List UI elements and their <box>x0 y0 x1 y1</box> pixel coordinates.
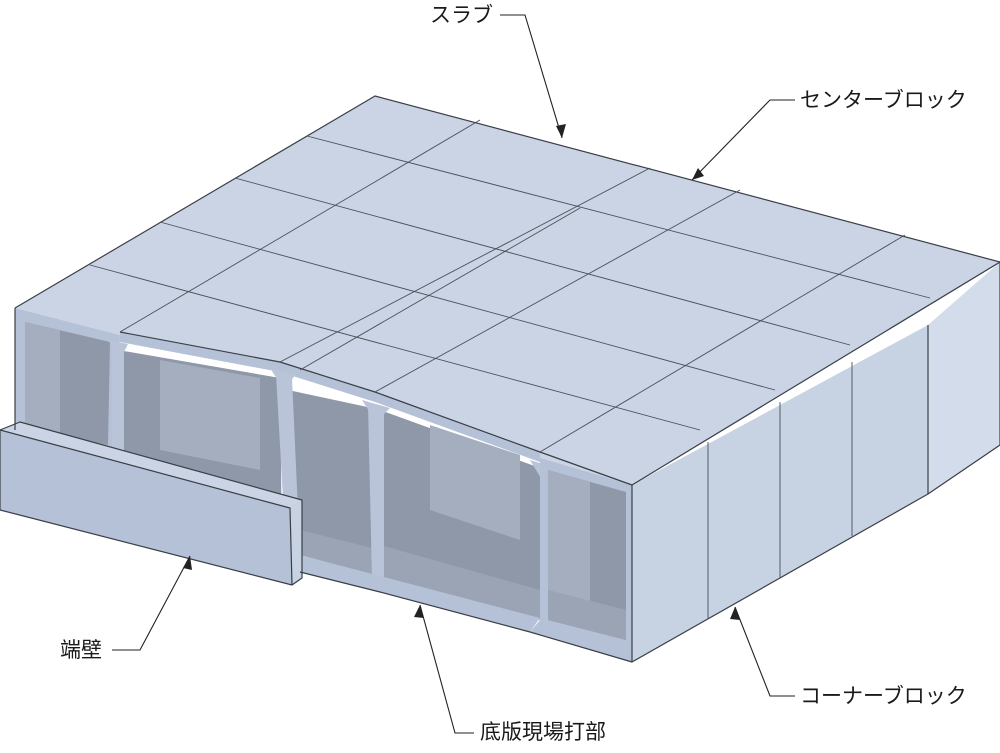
leader-center-block <box>691 99 795 181</box>
leader-bottom-slab <box>419 604 474 734</box>
leader-end-wall <box>112 555 191 651</box>
top-surface <box>15 96 1000 485</box>
slab-front-left <box>120 270 420 362</box>
slab-front-mid <box>280 300 525 392</box>
cell-interior-2 <box>288 390 372 568</box>
label-center-block: センターブロック <box>800 88 967 112</box>
far-right-face <box>928 262 1000 494</box>
web-wall-2 <box>368 404 384 585</box>
slab-front-right <box>375 330 685 452</box>
end-wall-top <box>0 422 302 508</box>
label-end-wall: 端壁 <box>60 638 102 662</box>
slab-grid <box>89 119 931 453</box>
label-corner-block: コーナーブロック <box>800 684 967 708</box>
leader-corner-block <box>734 606 795 697</box>
leader-slab <box>500 14 563 139</box>
label-bottom-slab-cast: 底版現場打部 <box>480 720 606 744</box>
end-wall-front <box>0 430 292 585</box>
side-joints <box>707 362 853 618</box>
bottom-slab-cast <box>300 555 540 632</box>
label-slab: スラブ <box>430 3 493 27</box>
